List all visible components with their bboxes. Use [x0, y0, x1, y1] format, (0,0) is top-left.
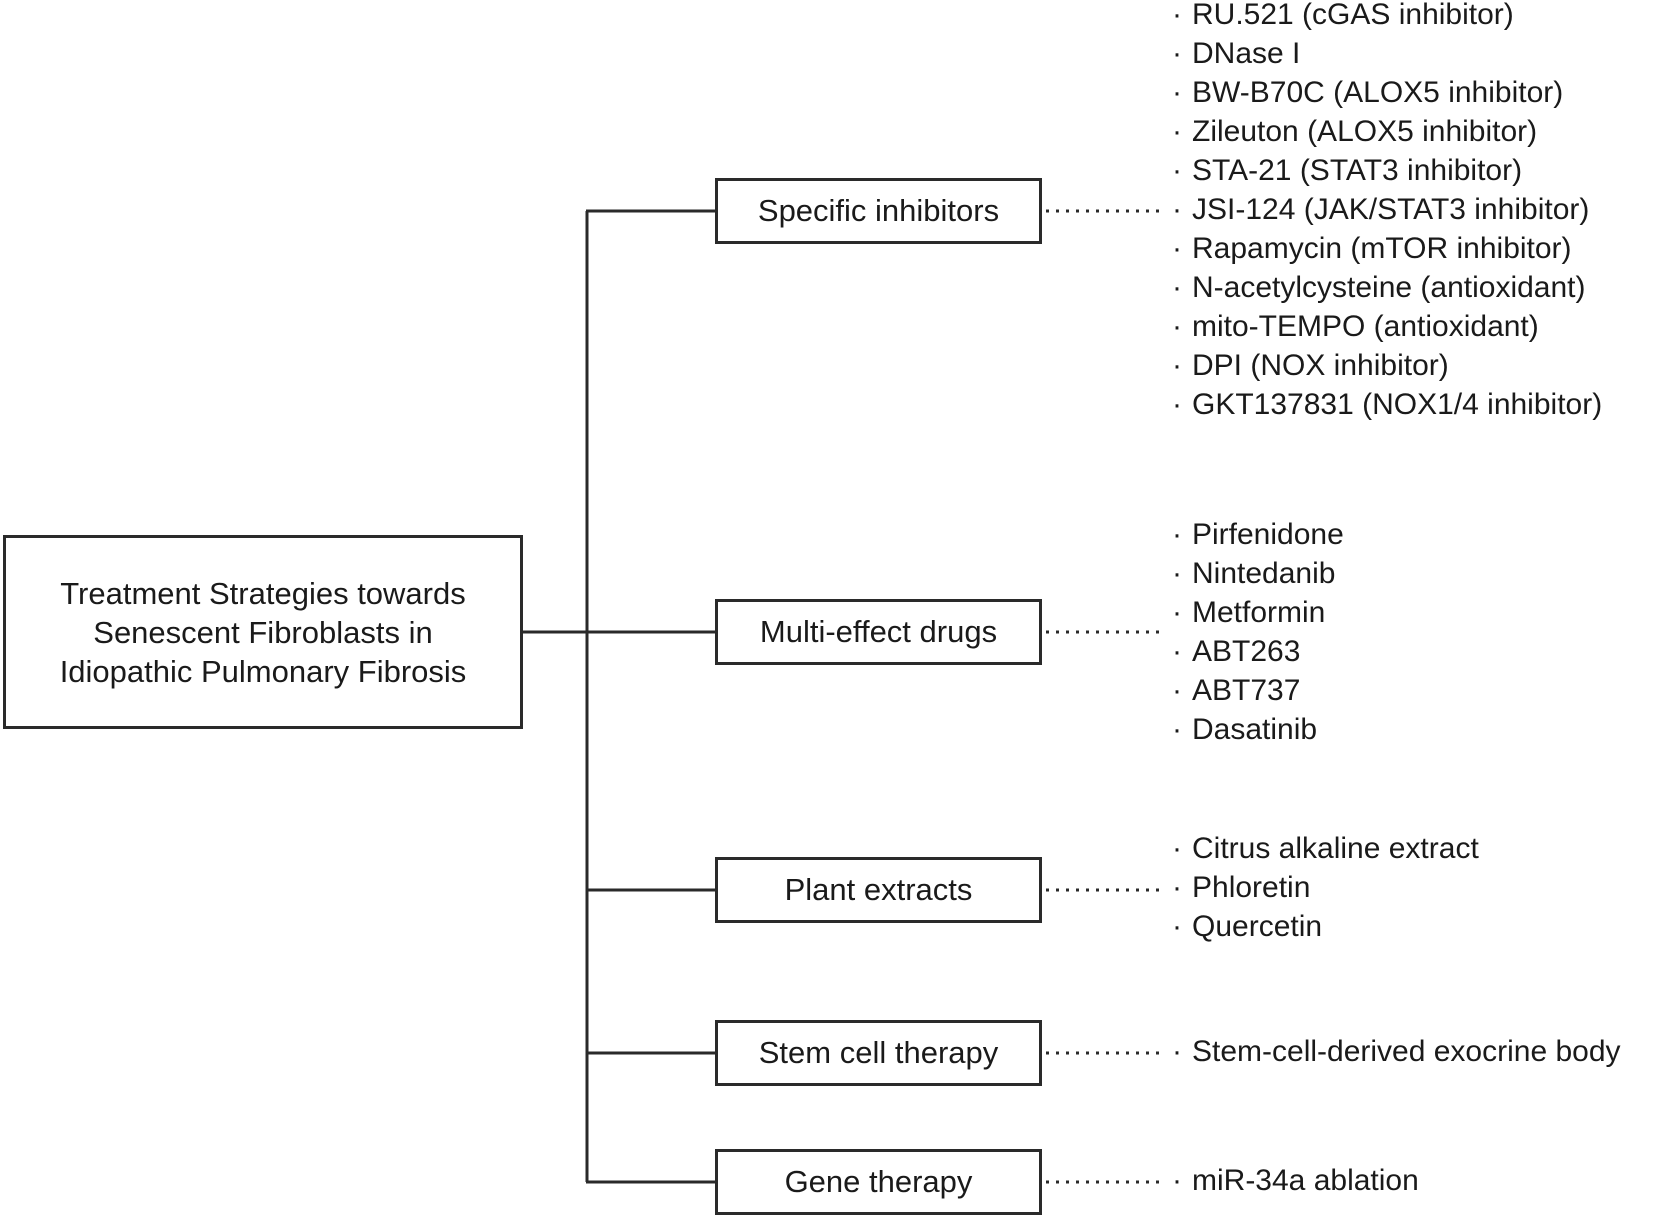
bullet-dot: ·: [1172, 635, 1182, 668]
item-text: DNase I: [1192, 37, 1301, 70]
item-text: BW-B70C (ALOX5 inhibitor): [1192, 76, 1564, 109]
item-text: GKT137831 (NOX1/4 inhibitor): [1192, 388, 1603, 421]
list-item: · JSI-124 (JAK/STAT3 inhibitor): [1172, 190, 1602, 229]
bullet-dot: ·: [1172, 115, 1182, 148]
bullet-dot: ·: [1172, 1164, 1182, 1197]
category-label: Plant extracts: [784, 872, 973, 907]
list-item: · Dasatinib: [1172, 710, 1344, 749]
bullet-dot: ·: [1172, 910, 1182, 943]
item-text: Stem-cell-derived exocrine body: [1192, 1035, 1621, 1068]
list-item: · Zileuton (ALOX5 inhibitor): [1172, 112, 1602, 151]
bullet-dot: ·: [1172, 154, 1182, 187]
bullet-dot: ·: [1172, 388, 1182, 421]
item-text: DPI (NOX inhibitor): [1192, 349, 1449, 382]
list-item: · Pirfenidone: [1172, 515, 1344, 554]
bullet-dot: ·: [1172, 0, 1182, 31]
items-gene-therapy: · miR-34a ablation: [1172, 1161, 1419, 1200]
root-title-line-2: Senescent Fibroblasts in: [93, 614, 433, 650]
bullet-dot: ·: [1172, 871, 1182, 904]
list-item: · Citrus alkaline extract: [1172, 829, 1479, 868]
category-label: Gene therapy: [784, 1164, 973, 1199]
list-item: · Quercetin: [1172, 907, 1479, 946]
items-plant-extracts: · Citrus alkaline extract · Phloretin · Que…: [1172, 829, 1479, 946]
items-multi-effect-drugs: · Pirfenidone · Nintedanib · Metformin · ABT…: [1172, 515, 1344, 749]
root-title-line-1: Treatment Strategies towards: [60, 575, 466, 611]
item-text: Zileuton (ALOX5 inhibitor): [1192, 115, 1538, 148]
list-item: · Metformin: [1172, 593, 1344, 632]
list-item: · STA-21 (STAT3 inhibitor): [1172, 151, 1602, 190]
category-label: Specific inhibitors: [757, 193, 1000, 228]
list-item: · ABT737: [1172, 671, 1344, 710]
bullet-dot: ·: [1172, 518, 1182, 551]
list-item: · Rapamycin (mTOR inhibitor): [1172, 229, 1602, 268]
list-item: · GKT137831 (NOX1/4 inhibitor): [1172, 385, 1602, 424]
item-text: JSI-124 (JAK/STAT3 inhibitor): [1192, 193, 1590, 226]
bullet-dot: ·: [1172, 596, 1182, 629]
item-text: mito-TEMPO (antioxidant): [1192, 310, 1539, 343]
item-text: Quercetin: [1192, 910, 1323, 943]
category-specific-inhibitors: Specific inhibitors: [715, 178, 1042, 244]
bullet-dot: ·: [1172, 1035, 1182, 1068]
category-label: Stem cell therapy: [758, 1035, 999, 1070]
item-text: RU.521 (cGAS inhibitor): [1192, 0, 1514, 31]
item-text: Citrus alkaline extract: [1192, 832, 1479, 865]
item-text: Pirfenidone: [1192, 518, 1344, 551]
category-plant-extracts: Plant extracts: [715, 857, 1042, 923]
bullet-dot: ·: [1172, 832, 1182, 865]
bullet-dot: ·: [1172, 674, 1182, 707]
bullet-dot: ·: [1172, 193, 1182, 226]
bullet-dot: ·: [1172, 713, 1182, 746]
bullet-dot: ·: [1172, 557, 1182, 590]
bullet-dot: ·: [1172, 76, 1182, 109]
root-title-line-3: Idiopathic Pulmonary Fibrosis: [59, 653, 467, 689]
item-text: STA-21 (STAT3 inhibitor): [1192, 154, 1523, 187]
item-text: ABT263: [1192, 635, 1301, 668]
item-text: Metformin: [1192, 596, 1326, 629]
list-item: · DNase I: [1172, 34, 1602, 73]
list-item: · BW-B70C (ALOX5 inhibitor): [1172, 73, 1602, 112]
item-text: miR-34a ablation: [1192, 1164, 1419, 1197]
item-text: ABT737: [1192, 674, 1301, 707]
item-text: Rapamycin (mTOR inhibitor): [1192, 232, 1572, 265]
item-text: Phloretin: [1192, 871, 1311, 904]
list-item: · ABT263: [1172, 632, 1344, 671]
category-label: Multi-effect drugs: [759, 614, 998, 649]
item-text: N-acetylcysteine (antioxidant): [1192, 271, 1586, 304]
category-stem-cell-therapy: Stem cell therapy: [715, 1020, 1042, 1086]
list-item: · N-acetylcysteine (antioxidant): [1172, 268, 1602, 307]
list-item: · Nintedanib: [1172, 554, 1344, 593]
bullet-dot: ·: [1172, 271, 1182, 304]
items-stem-cell-therapy: · Stem-cell-derived exocrine body: [1172, 1032, 1621, 1071]
category-multi-effect-drugs: Multi-effect drugs: [715, 599, 1042, 665]
list-item: · Stem-cell-derived exocrine body: [1172, 1032, 1621, 1071]
list-item: · DPI (NOX inhibitor): [1172, 346, 1602, 385]
root-node: Treatment Strategies towards Senescent F…: [3, 535, 523, 729]
item-text: Nintedanib: [1192, 557, 1336, 590]
list-item: · miR-34a ablation: [1172, 1161, 1419, 1200]
bullet-dot: ·: [1172, 232, 1182, 265]
item-text: Dasatinib: [1192, 713, 1318, 746]
list-item: · mito-TEMPO (antioxidant): [1172, 307, 1602, 346]
bullet-dot: ·: [1172, 310, 1182, 343]
list-item: · RU.521 (cGAS inhibitor): [1172, 0, 1602, 34]
list-item: · Phloretin: [1172, 868, 1479, 907]
bullet-dot: ·: [1172, 37, 1182, 70]
bullet-dot: ·: [1172, 349, 1182, 382]
items-specific-inhibitors: · RU.521 (cGAS inhibitor) · DNase I · BW-B7…: [1172, 0, 1602, 424]
category-gene-therapy: Gene therapy: [715, 1149, 1042, 1215]
